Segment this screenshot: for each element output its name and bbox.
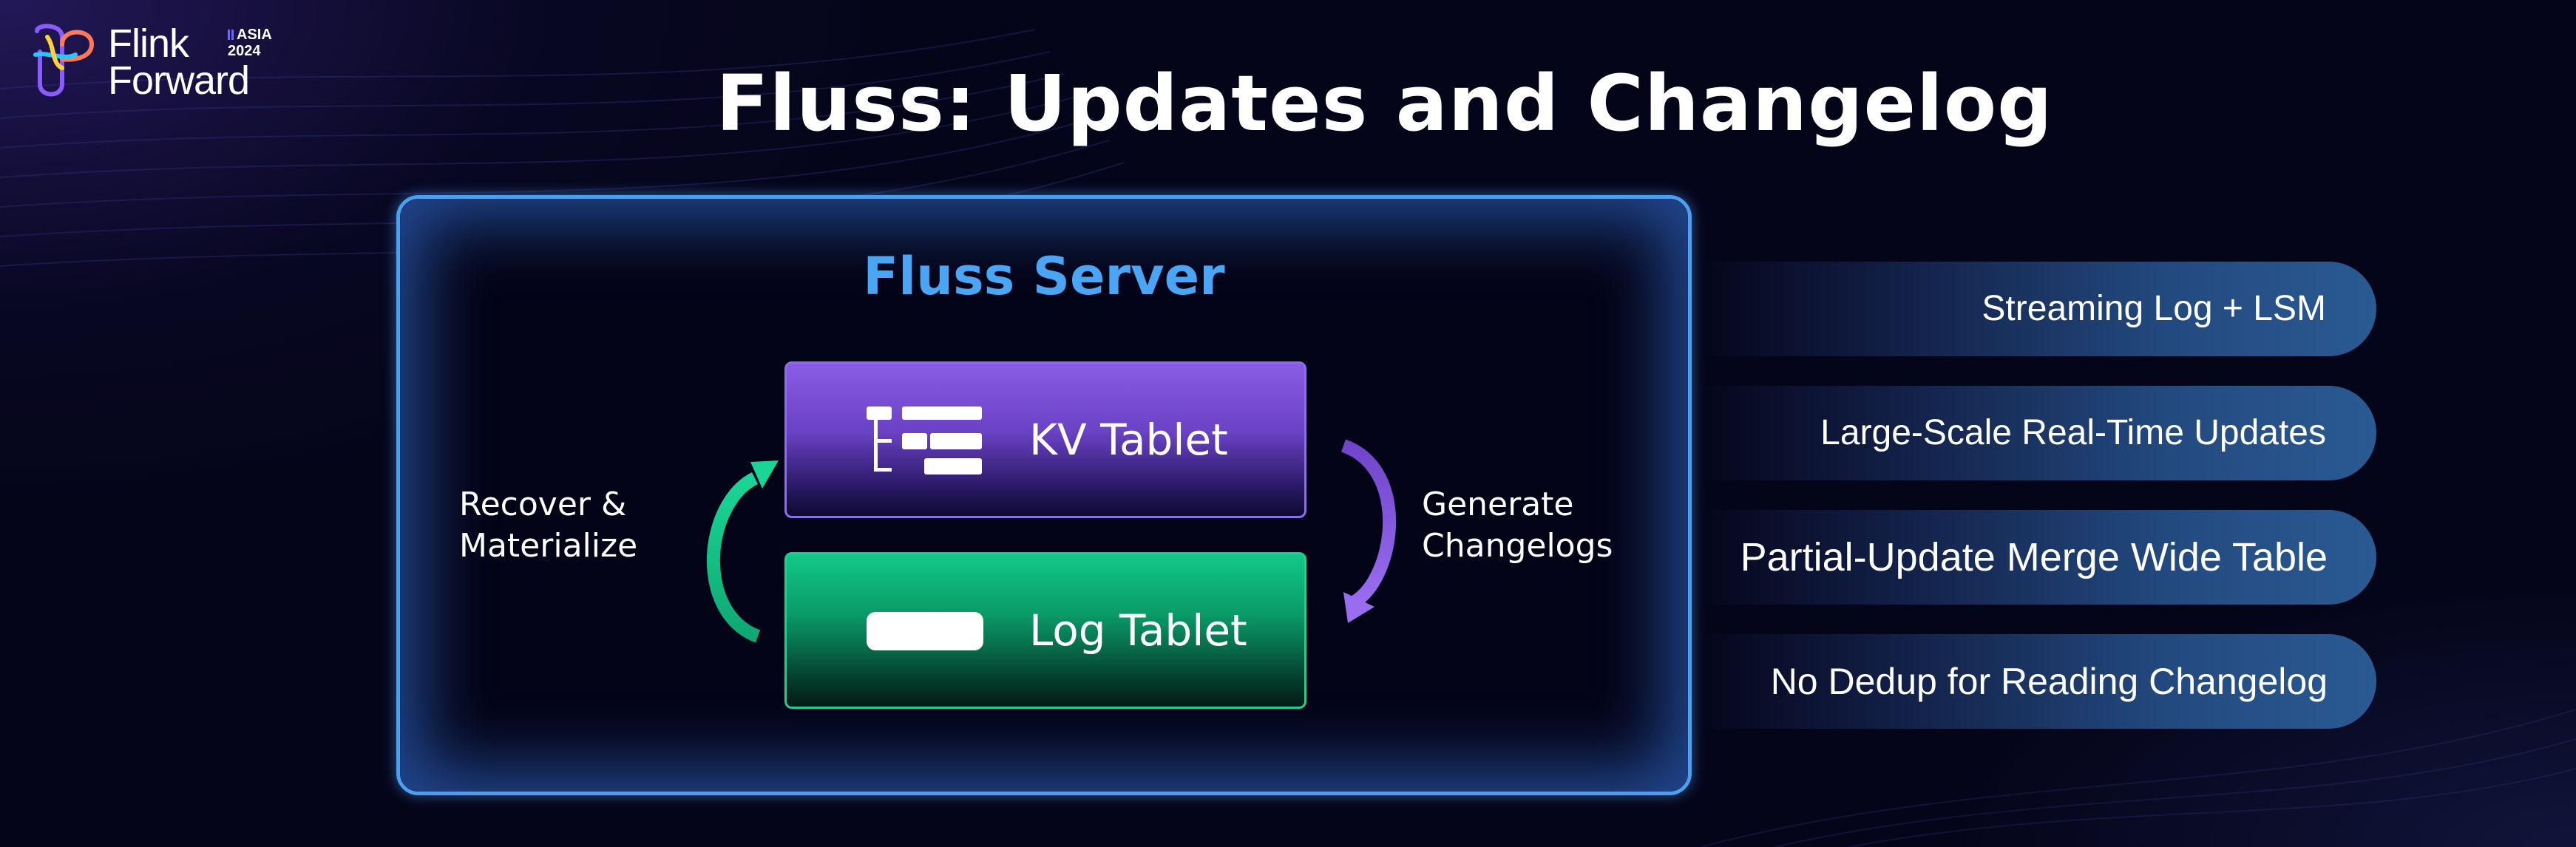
feature-text: Streaming Log + LSM xyxy=(1982,289,2326,328)
log-tablet-label: Log Tablet xyxy=(1029,605,1247,656)
logo-text-flink: Flink xyxy=(108,21,189,66)
log-bar-icon xyxy=(867,612,983,650)
generate-changelogs-label: Generate Changelogs xyxy=(1422,484,1613,567)
feature-pill-realtime-updates: Large-Scale Real-Time Updates xyxy=(1695,386,2376,480)
badge-region: ASIA xyxy=(237,27,272,43)
feature-pill-partial-update: Partial-Update Merge Wide Table xyxy=(1695,510,2376,605)
badge-year: 2024 xyxy=(228,43,261,59)
logo-badge: ASIA 2024 xyxy=(228,27,272,59)
recover-arrow xyxy=(706,460,779,643)
fluss-server-box: Fluss Server xyxy=(396,195,1692,795)
flink-logo-icon xyxy=(33,24,95,97)
kv-tablet-label: KV Tablet xyxy=(1029,415,1228,465)
flink-forward-logo: Flink Forward ASIA 2024 xyxy=(30,22,281,103)
feature-text: No Dedup for Reading Changelog xyxy=(1770,661,2328,702)
feature-text: Large-Scale Real-Time Updates xyxy=(1820,413,2326,452)
feature-pill-no-dedup: No Dedup for Reading Changelog xyxy=(1695,634,2376,729)
logo-text-forward: Forward xyxy=(108,58,250,103)
feature-pill-streaming-log: Streaming Log + LSM xyxy=(1695,262,2376,356)
kv-table-icon xyxy=(867,407,982,474)
kv-tablet: KV Tablet xyxy=(784,361,1306,518)
server-title: Fluss Server xyxy=(863,246,1225,307)
generate-label-line2: Changelogs xyxy=(1422,527,1613,565)
badge-bars-icon xyxy=(228,30,234,40)
generate-label-line1: Generate xyxy=(1422,486,1574,523)
recover-label-line1: Recover & xyxy=(459,486,627,523)
generate-arrow xyxy=(1340,439,1397,623)
recover-materialize-label: Recover & Materialize xyxy=(459,484,637,567)
cycle-arrows xyxy=(706,439,1397,643)
slide-title: Fluss: Updates and Changelog xyxy=(716,58,2053,149)
log-tablet: Log Tablet xyxy=(784,552,1306,709)
feature-text: Partial-Update Merge Wide Table xyxy=(1740,535,2328,579)
recover-label-line2: Materialize xyxy=(459,527,638,565)
